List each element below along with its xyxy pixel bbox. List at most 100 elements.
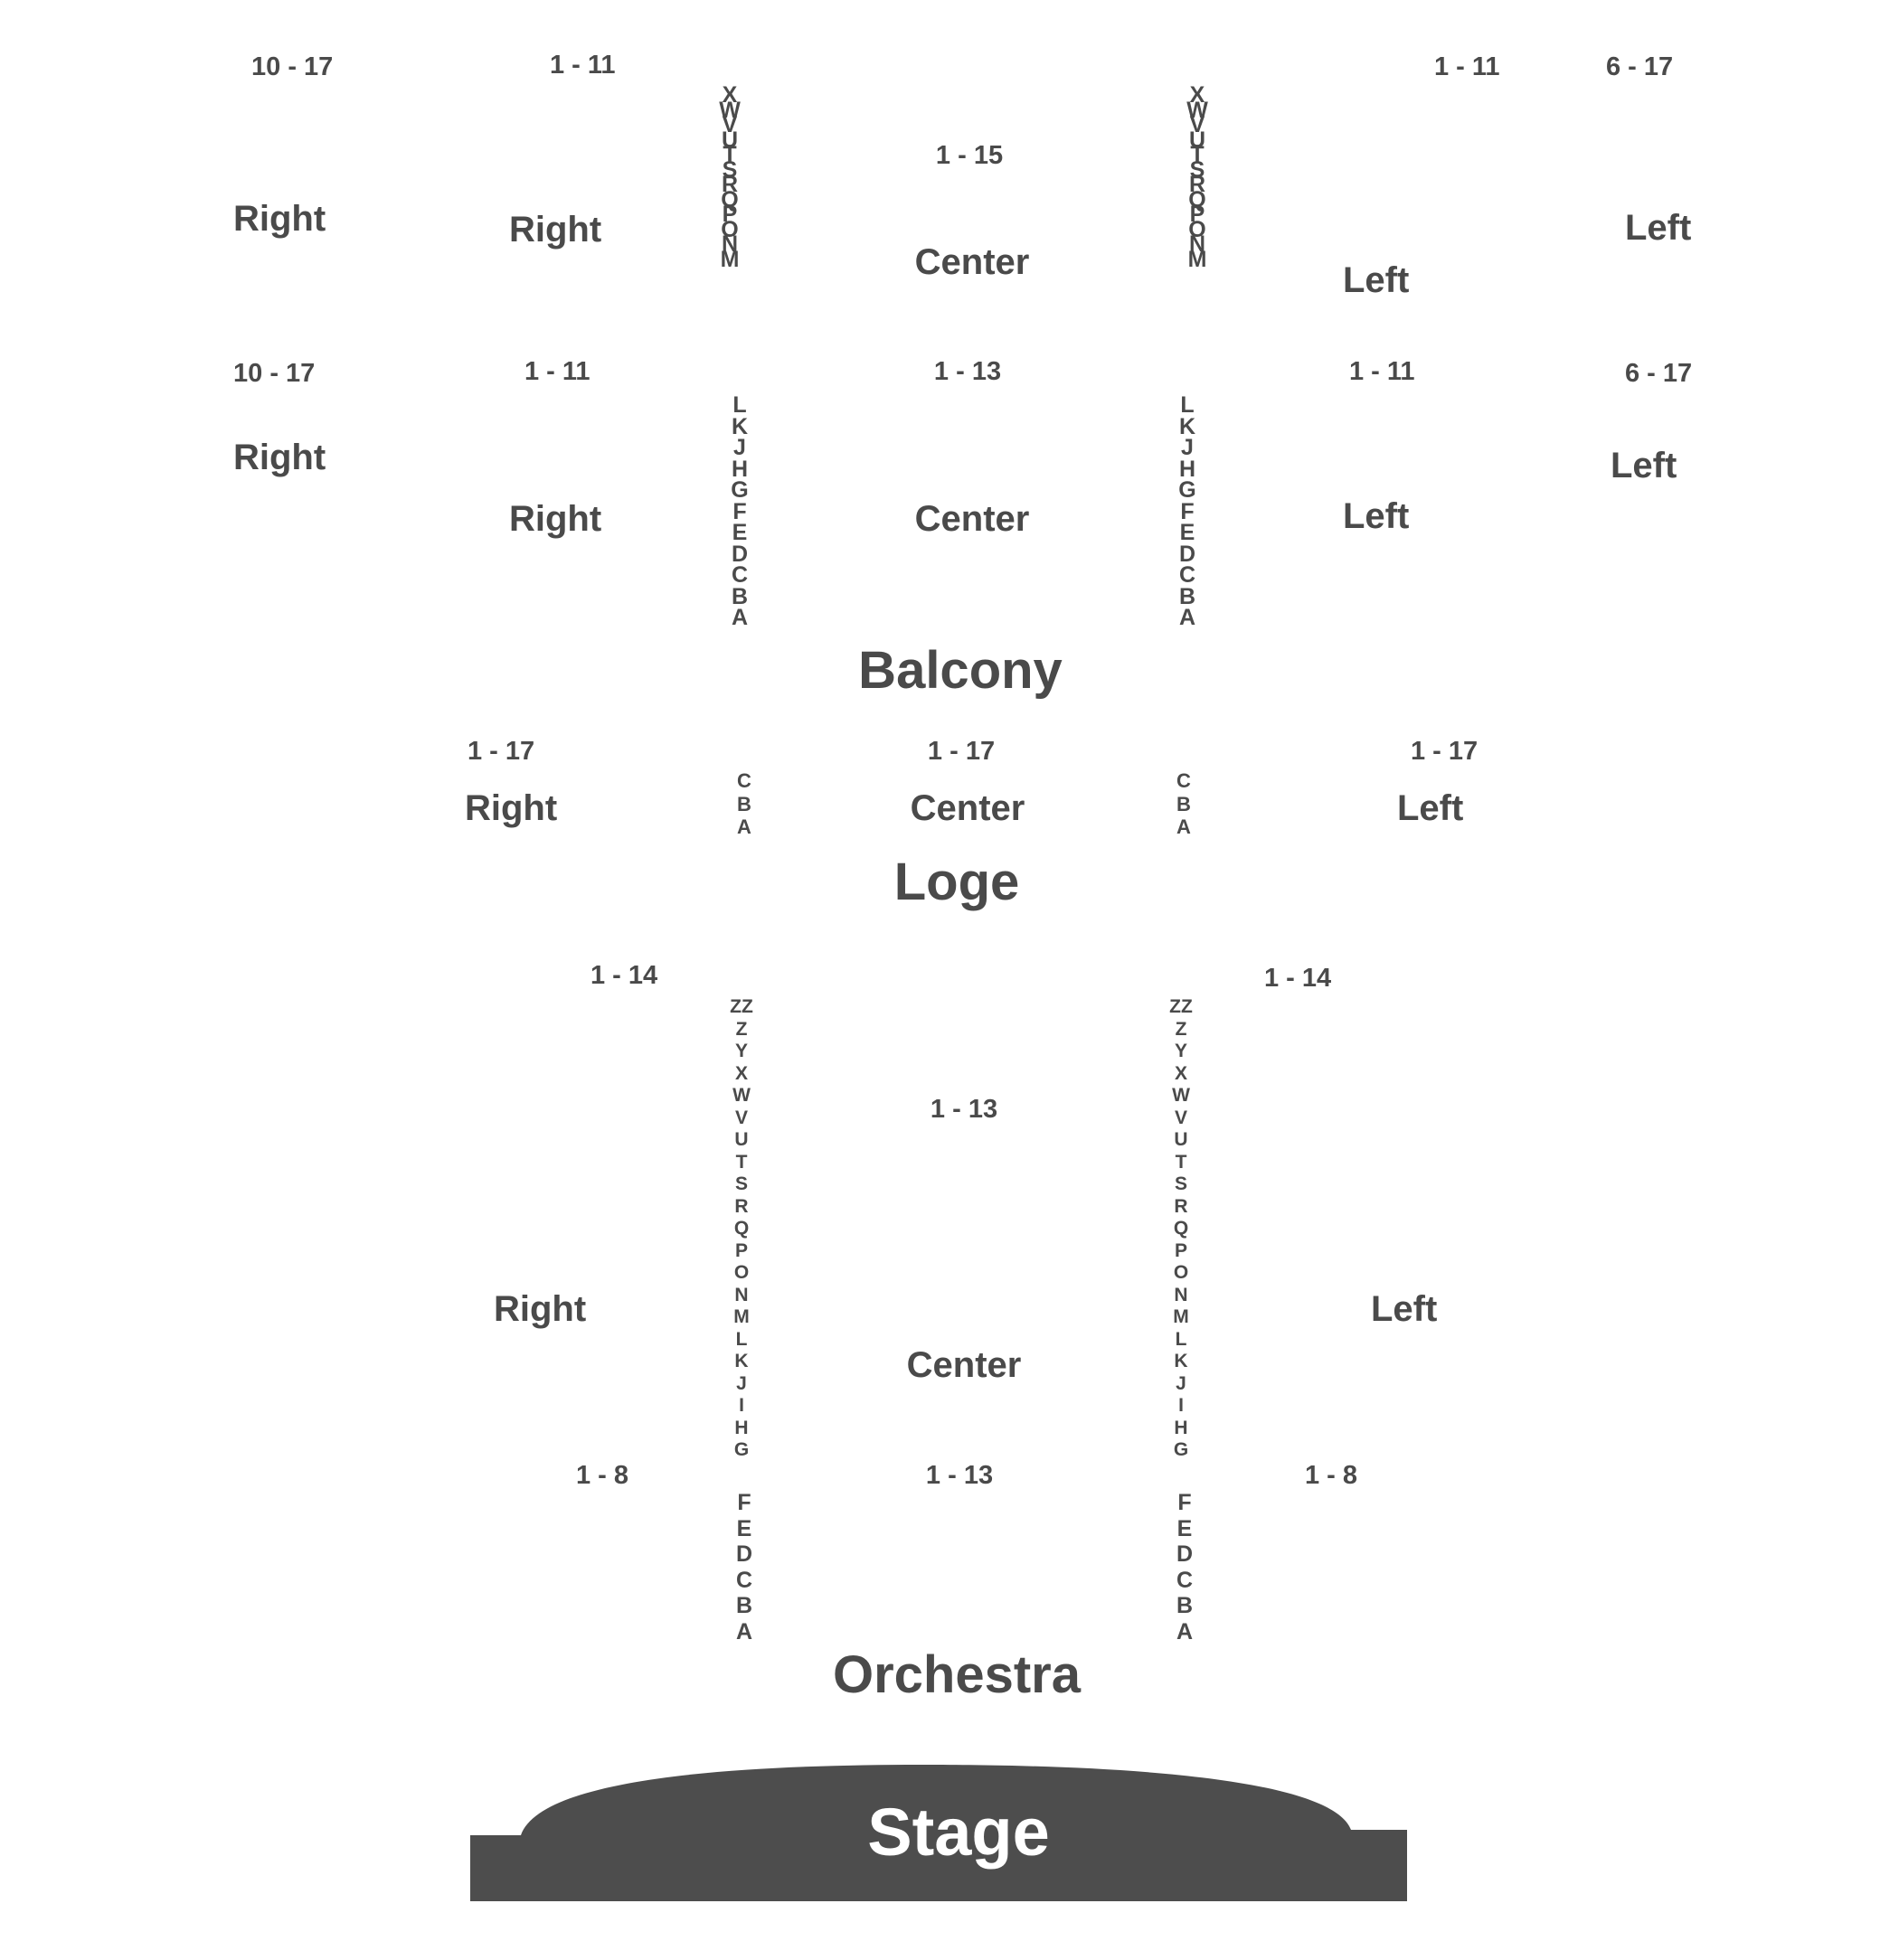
row-letter: C xyxy=(1176,1567,1194,1593)
row-letter: C xyxy=(1176,769,1191,792)
row-letter: W xyxy=(1172,1085,1190,1106)
row-letter: I xyxy=(1178,1395,1184,1416)
row-letter: C xyxy=(731,562,749,588)
row-letter: C xyxy=(1178,562,1196,588)
row-letter: J xyxy=(1181,435,1194,460)
row-letter: K xyxy=(1178,413,1196,439)
balcony-lower-left-label: Left xyxy=(1343,496,1410,536)
row-letter: V xyxy=(1174,1107,1187,1128)
balcony-lower-right-label: Right xyxy=(509,499,602,539)
orchestra-title: Orchestra xyxy=(832,1645,1082,1704)
orchestra-front-center-range: 1 - 13 xyxy=(925,1461,994,1490)
row-letter: ZZ xyxy=(1169,996,1193,1017)
orchestra-center-range: 1 - 13 xyxy=(930,1095,998,1124)
row-letter: A xyxy=(1176,1618,1194,1644)
row-letter: T xyxy=(1175,1151,1187,1173)
row-letter: P xyxy=(1174,1239,1187,1261)
row-letter: F xyxy=(1180,498,1195,524)
balcony-lower-outer-right-range: 10 - 17 xyxy=(233,359,316,388)
row-letter: Y xyxy=(734,1041,748,1061)
row-letter: O xyxy=(733,1262,750,1283)
row-letter: Z xyxy=(735,1018,748,1040)
row-letter: M xyxy=(733,1306,750,1327)
orchestra-left-range: 1 - 14 xyxy=(1264,964,1332,993)
loge-left-label: Left xyxy=(1397,788,1464,828)
row-letter: B xyxy=(731,583,749,609)
row-letter: S xyxy=(734,1173,748,1194)
row-letter: B xyxy=(1176,1593,1194,1618)
row-letter: X xyxy=(734,1062,748,1084)
loge-center-label: Center xyxy=(910,788,1025,828)
stage-label: Stage xyxy=(867,1795,1050,1870)
row-letter: L xyxy=(732,392,747,418)
row-letter: E xyxy=(736,1515,752,1541)
row-letter: W xyxy=(732,1085,751,1106)
balcony-lower-outer-right-label: Right xyxy=(233,438,326,477)
row-letter: Q xyxy=(733,1218,750,1239)
balcony-upper-center-label: Center xyxy=(914,242,1030,282)
row-letter: D xyxy=(1176,1541,1194,1567)
row-letter: J xyxy=(1176,1372,1186,1394)
balcony-lower-center-label: Center xyxy=(914,499,1030,539)
row-letter: A xyxy=(731,605,749,630)
loge-right-label: Right xyxy=(465,788,558,828)
row-letter: M xyxy=(1187,246,1207,272)
row-letter: C xyxy=(735,1567,753,1593)
row-letter: R xyxy=(734,1195,749,1217)
row-letter: K xyxy=(1174,1351,1188,1371)
row-letter: S xyxy=(1174,1173,1187,1194)
row-letter: R xyxy=(1174,1195,1188,1217)
balcony-upper-outer-left-label: Left xyxy=(1625,208,1692,248)
row-letter: H xyxy=(1174,1417,1188,1438)
loge-center-range: 1 - 17 xyxy=(927,737,996,766)
row-letter: E xyxy=(1176,1515,1193,1541)
orchestra-right-range: 1 - 14 xyxy=(590,961,658,990)
row-letter: J xyxy=(736,1372,747,1394)
row-letter: M xyxy=(1173,1306,1189,1327)
balcony-lower-outer-left-label: Left xyxy=(1611,446,1677,485)
orchestra-front-left-range: 1 - 8 xyxy=(1305,1461,1358,1490)
row-letter: A xyxy=(735,1618,753,1644)
row-letter: A xyxy=(737,815,751,838)
row-letter: U xyxy=(1174,1129,1188,1150)
balcony-upper-center-range: 1 - 15 xyxy=(935,141,1004,170)
row-letter: X xyxy=(1174,1062,1187,1084)
row-letter: H xyxy=(734,1417,749,1438)
balcony-upper-left-range: 1 - 11 xyxy=(1434,52,1500,81)
orchestra-right-label: Right xyxy=(494,1289,587,1329)
row-letter: K xyxy=(731,413,749,439)
row-letter: N xyxy=(734,1284,749,1305)
orchestra-left-label: Left xyxy=(1371,1289,1438,1329)
row-letter: E xyxy=(732,520,748,545)
row-letter: V xyxy=(734,1107,748,1128)
balcony-upper-right-label: Right xyxy=(509,210,602,250)
row-letter: F xyxy=(737,1490,751,1515)
balcony-lower-center-range: 1 - 13 xyxy=(933,357,1002,386)
row-letter: G xyxy=(731,477,749,503)
row-letter: O xyxy=(1173,1262,1189,1283)
orchestra-front-right-range: 1 - 8 xyxy=(576,1461,629,1490)
row-letter: H xyxy=(731,456,749,482)
row-letter: B xyxy=(1178,583,1196,609)
row-letter: B xyxy=(1176,792,1191,815)
row-letter: J xyxy=(733,435,746,460)
row-letter: D xyxy=(731,541,749,567)
balcony-lower-left-range: 1 - 11 xyxy=(1349,357,1415,386)
row-letter: K xyxy=(734,1351,749,1371)
row-letter: U xyxy=(734,1129,749,1150)
row-letter: D xyxy=(1178,541,1196,567)
row-letter: E xyxy=(1179,520,1195,545)
orchestra-center-label: Center xyxy=(906,1345,1022,1385)
row-letter: F xyxy=(732,498,747,524)
row-letter: T xyxy=(735,1151,748,1173)
row-letter: D xyxy=(735,1541,753,1567)
row-letter: L xyxy=(1180,392,1195,418)
row-letter: Y xyxy=(1174,1041,1187,1061)
